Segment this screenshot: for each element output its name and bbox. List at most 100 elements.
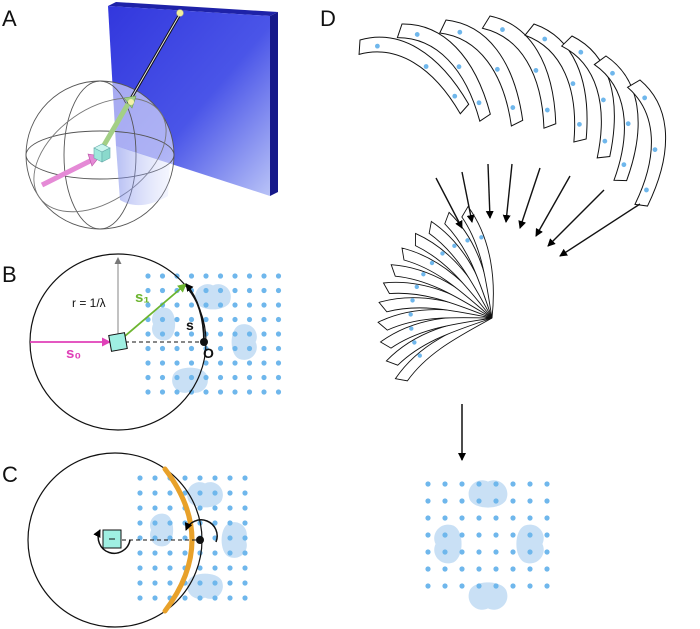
lattice-point: [242, 520, 248, 526]
lattice-point: [246, 360, 253, 366]
lattice-point: [152, 595, 158, 601]
strip-shape: [358, 36, 470, 115]
lattice-point: [182, 490, 188, 496]
lattice-point: [174, 331, 180, 337]
s0-label: s₀: [66, 345, 81, 362]
lattice-point: [246, 374, 253, 381]
lattice-point: [167, 565, 173, 571]
reflection-blob: [187, 573, 223, 599]
reflection-blobs-d: [434, 480, 544, 610]
lattice-point: [167, 535, 173, 541]
lattice-point: [137, 550, 143, 556]
lattice-point: [510, 515, 516, 521]
lattice-point: [476, 549, 482, 555]
lattice-point: [261, 273, 267, 279]
lattice-point: [544, 583, 550, 589]
lattice-point: [197, 580, 203, 586]
lattice-point: [544, 481, 550, 487]
lattice-point: [232, 345, 238, 352]
lattice-point: [174, 345, 180, 352]
panel-c: C: [2, 452, 248, 628]
merged-strip-point: [417, 353, 422, 358]
reciprocal-lattice-b: [145, 273, 282, 395]
lattice-point: [217, 273, 224, 279]
lattice-point: [212, 475, 218, 481]
lattice-point: [137, 490, 143, 496]
lattice-point: [442, 481, 448, 487]
lattice-point: [544, 549, 550, 555]
strip-point: [542, 36, 548, 42]
lattice-point: [246, 302, 253, 308]
lattice-point: [182, 550, 188, 556]
strip-point: [457, 29, 463, 35]
lattice-point: [152, 490, 158, 496]
lattice-point: [197, 505, 203, 511]
crystal-a: [93, 143, 111, 163]
strip-shape: [438, 19, 524, 127]
panel-d-label: D: [320, 6, 336, 31]
lattice-point: [510, 498, 516, 504]
lattice-point: [227, 505, 233, 511]
strip-point: [621, 162, 627, 168]
lattice-point: [145, 273, 151, 279]
lattice-point: [167, 520, 173, 526]
lattice-point: [145, 302, 151, 308]
lattice-point: [217, 389, 224, 395]
strip-point: [510, 105, 516, 110]
lattice-point: [261, 287, 267, 294]
lattice-point: [459, 583, 465, 589]
merged-strip-point: [429, 260, 435, 266]
lattice-point: [527, 566, 533, 572]
radius-label: r = 1/λ: [72, 296, 106, 310]
strip-point: [476, 100, 482, 106]
lattice-point: [182, 520, 188, 526]
strip-point: [577, 121, 582, 127]
lattice-point: [246, 287, 253, 294]
lattice-point: [174, 360, 180, 366]
merge-arrow: [559, 203, 641, 257]
lattice-point: [544, 566, 550, 572]
lattice-point: [197, 565, 203, 571]
merged-strip: [461, 205, 494, 319]
lattice-point: [145, 360, 151, 366]
strip-point: [644, 187, 649, 193]
lattice-point: [261, 302, 267, 308]
lattice-point: [152, 520, 158, 526]
lattice-point: [275, 389, 282, 395]
ewald-arc-highlight: [162, 466, 195, 614]
merge-arrow: [547, 189, 605, 247]
lattice-point: [159, 374, 166, 381]
merged-strip-shape: [461, 205, 494, 319]
lattice-point: [425, 566, 431, 572]
lattice-point: [167, 550, 173, 556]
strip-shape: [396, 23, 491, 122]
reflection-blob: [468, 480, 508, 508]
detector-strip: [481, 15, 557, 129]
lattice-point: [227, 490, 233, 496]
lattice-point: [217, 374, 224, 381]
lattice-point: [232, 316, 238, 323]
lattice-point: [159, 389, 166, 395]
merged-strip-point: [452, 243, 457, 248]
lattice-point: [159, 316, 166, 323]
lattice-point: [203, 360, 209, 366]
lattice-point: [425, 549, 431, 555]
strip-point: [414, 32, 420, 37]
lattice-point: [476, 481, 482, 487]
lattice-point: [167, 505, 173, 511]
lattice-point: [145, 331, 151, 337]
reciprocal-lattice-d: [425, 481, 550, 589]
lattice-point: [527, 532, 533, 538]
lattice-point: [275, 302, 282, 308]
lattice-point: [493, 515, 499, 521]
lattice-point: [242, 505, 248, 511]
lattice-point: [182, 475, 188, 481]
lattice-point: [459, 532, 465, 538]
strip-point: [374, 43, 380, 49]
reflection-blob: [195, 284, 231, 310]
lattice-point: [544, 532, 550, 538]
s1-label: s₁: [135, 289, 150, 306]
lattice-point: [246, 316, 253, 323]
lattice-point: [476, 532, 482, 538]
lattice-point: [275, 374, 282, 381]
